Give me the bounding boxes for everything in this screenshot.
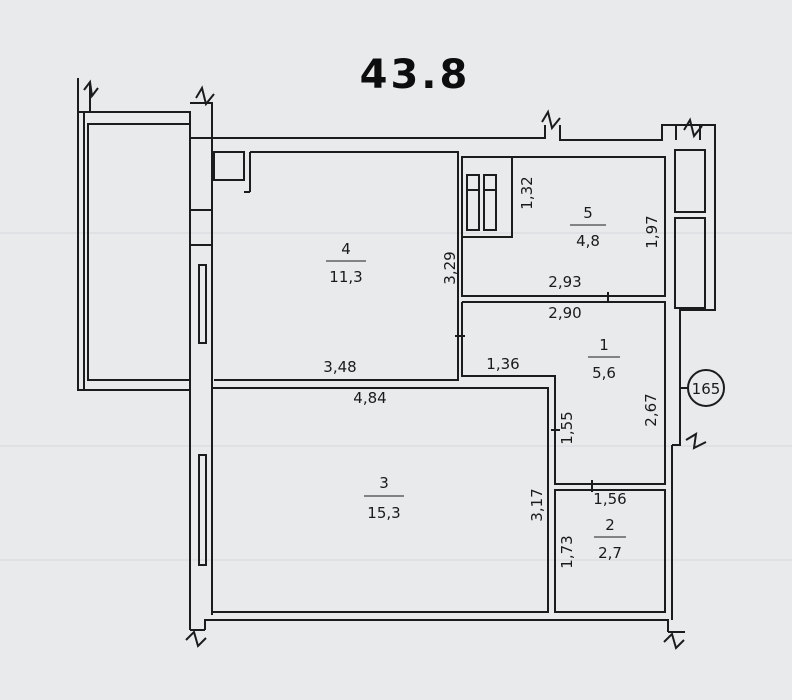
paper-texture (0, 232, 792, 561)
room-number: 1 (599, 336, 609, 354)
dimension-label: 4,84 (353, 389, 386, 407)
balcony (77, 111, 191, 391)
room-2: 2 2,7 (594, 516, 626, 562)
dimension-label: 2,90 (548, 304, 581, 322)
room-area: 2,7 (598, 544, 622, 562)
room-4: 4 11,3 (326, 240, 366, 286)
apartment-number: 165 (692, 380, 721, 398)
room-number: 5 (583, 204, 593, 222)
room-area: 15,3 (367, 504, 400, 522)
room-3: 3 15,3 (364, 474, 404, 522)
dimension-label: 1,55 (558, 411, 576, 444)
room-area: 11,3 (329, 268, 362, 286)
dimension-label: 1,32 (518, 176, 536, 209)
dimension-label: 1,56 (593, 490, 626, 508)
room-area: 4,8 (576, 232, 600, 250)
room-number: 2 (605, 516, 615, 534)
dimension-label: 1,36 (486, 355, 519, 373)
walls (77, 78, 716, 633)
room-number: 4 (341, 240, 351, 258)
room-1: 1 5,6 (588, 336, 620, 382)
balcony-inner (87, 123, 191, 381)
total-area-title: 43.8 (360, 52, 471, 98)
dimension-labels: 1,32 1,97 3,29 2,93 2,90 3,48 1,36 4,8 4 … (323, 176, 661, 568)
room-area: 5,6 (592, 364, 616, 382)
dimension-label: 2,93 (548, 273, 581, 291)
dimension-label: 3,29 (441, 251, 459, 284)
room-5: 5 4,8 (570, 204, 606, 250)
room-number: 3 (379, 474, 389, 492)
dimension-label: 3,48 (323, 358, 356, 376)
dimension-label: 1,73 (558, 535, 576, 568)
dimension-label: 3,17 (528, 488, 546, 521)
dimension-label: 1,97 (643, 215, 661, 248)
dimension-label: 2,67 (642, 393, 660, 426)
break-marks (83, 79, 707, 650)
